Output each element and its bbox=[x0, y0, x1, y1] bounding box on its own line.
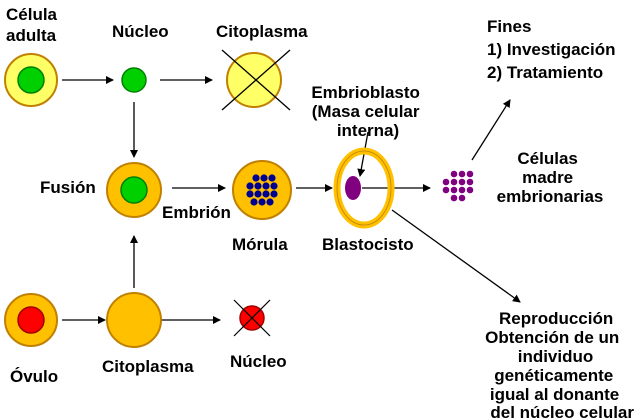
stem-cell bbox=[466, 186, 474, 194]
morula-cell bbox=[270, 182, 278, 190]
discarded-cytoplasm bbox=[221, 49, 291, 111]
adult-cell-nucleus bbox=[17, 66, 45, 94]
morula-cells bbox=[246, 174, 278, 206]
stem-cell bbox=[466, 170, 474, 178]
blastocyst bbox=[333, 147, 395, 229]
blastocyst-outline bbox=[336, 150, 392, 226]
label-blastocisto: Blastocisto bbox=[322, 235, 414, 254]
morula-cell bbox=[266, 198, 274, 206]
label-citoplasma-top: Citoplasma bbox=[216, 22, 308, 41]
morula-cell bbox=[254, 190, 262, 198]
extracted-nucleus bbox=[121, 67, 147, 93]
stem-cell bbox=[450, 194, 458, 202]
stem-cell bbox=[458, 178, 466, 186]
stem-cell bbox=[458, 194, 466, 202]
label-nucleo-top: Núcleo bbox=[112, 22, 169, 41]
morula-cell bbox=[246, 190, 254, 198]
stem-cell bbox=[450, 186, 458, 194]
arrow-to-reproduccion bbox=[391, 209, 521, 303]
inner-cell-mass bbox=[345, 176, 361, 200]
stem-cell bbox=[442, 186, 450, 194]
label-fines-items: 1) Investigación 2) Tratamiento bbox=[487, 40, 620, 82]
label-ovulo: Óvulo bbox=[10, 367, 58, 386]
label-celula-adulta: Célula adulta bbox=[6, 5, 62, 45]
morula-cell bbox=[268, 174, 276, 182]
stem-cell bbox=[450, 170, 458, 178]
arrows bbox=[62, 76, 521, 324]
label-nucleo-bottom: Núcleo bbox=[230, 352, 287, 371]
morula-cell bbox=[270, 190, 278, 198]
labels: Célula adulta Núcleo Citoplasma Fusión E… bbox=[6, 5, 634, 419]
stem-cell bbox=[442, 178, 450, 186]
label-reproduccion: Reproducción Obtención de un individuo g… bbox=[485, 309, 634, 419]
morula-cell bbox=[252, 174, 260, 182]
stem-cells-cluster bbox=[442, 170, 474, 202]
arrow-to-fines bbox=[471, 99, 511, 161]
morula-cell bbox=[246, 182, 254, 190]
morula-cell bbox=[260, 174, 268, 182]
ovum bbox=[4, 293, 58, 347]
stem-cell bbox=[458, 186, 466, 194]
label-morula: Mórula bbox=[232, 235, 288, 254]
discarded-nucleus bbox=[233, 299, 271, 337]
fusion-cell bbox=[106, 162, 162, 218]
morula-cell bbox=[262, 182, 270, 190]
morula-cell bbox=[258, 198, 266, 206]
label-citoplasma-bottom: Citoplasma bbox=[102, 357, 194, 376]
ovum-nucleus bbox=[17, 306, 45, 334]
stem-cell bbox=[466, 178, 474, 186]
morula-outer bbox=[232, 160, 292, 220]
label-fines-title: Fines bbox=[487, 17, 531, 36]
label-celulas-madre: Células madre embrionarias bbox=[497, 149, 604, 206]
morula-cell bbox=[250, 198, 258, 206]
morula-cell bbox=[262, 190, 270, 198]
label-fusion: Fusión bbox=[40, 178, 96, 197]
stem-cell bbox=[458, 170, 466, 178]
cross-line bbox=[221, 49, 291, 111]
stem-cell bbox=[450, 178, 458, 186]
morula-cell bbox=[254, 182, 262, 190]
enucleated-cytoplasm bbox=[106, 292, 162, 348]
fusion-nucleus bbox=[120, 176, 148, 204]
morula bbox=[232, 160, 292, 220]
label-embrioblasto: Embrioblasto (Masa celular interna) bbox=[311, 83, 424, 140]
label-embrion: Embrión bbox=[162, 203, 231, 222]
adult-cell bbox=[4, 53, 58, 107]
cross-line bbox=[233, 299, 271, 337]
